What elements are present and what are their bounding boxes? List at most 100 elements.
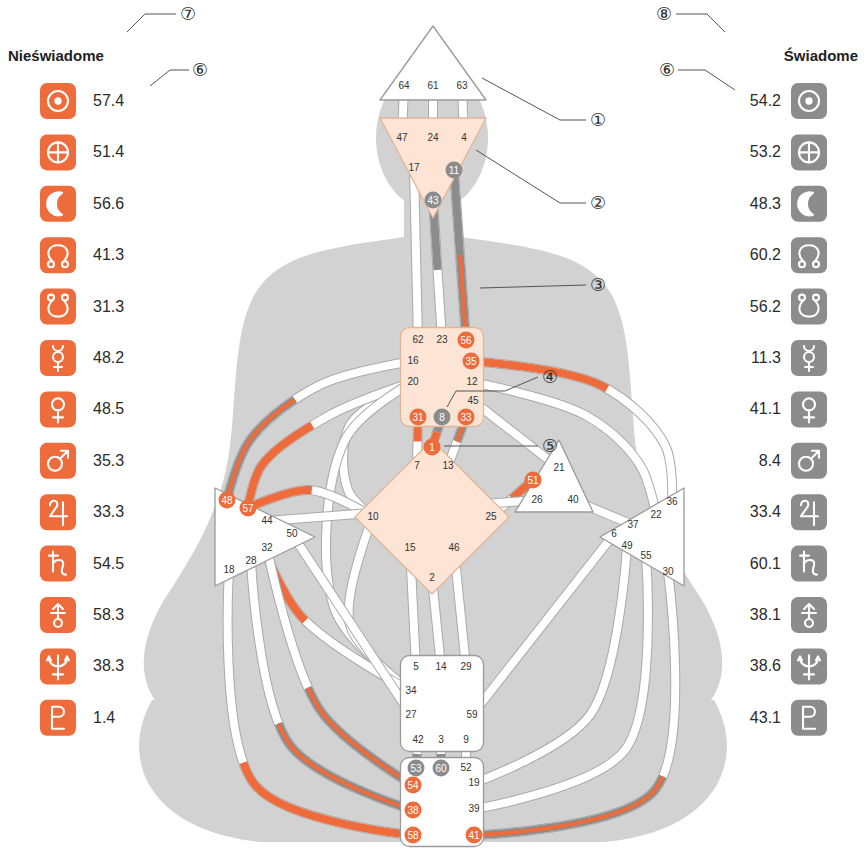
gate-number: 62 bbox=[412, 334, 423, 346]
channel-outline bbox=[474, 546, 627, 783]
planet-symbol bbox=[798, 192, 813, 215]
channel-connector bbox=[228, 570, 413, 835]
gate-number: 1 bbox=[424, 439, 441, 456]
planet-symbol bbox=[53, 346, 63, 371]
channel-connector bbox=[414, 168, 418, 340]
channel-activation bbox=[228, 570, 413, 835]
gate-number: 36 bbox=[666, 496, 677, 508]
channel-connector bbox=[433, 200, 442, 340]
gate-line-value: 41.3 bbox=[93, 246, 124, 264]
gate-number: 42 bbox=[412, 734, 423, 746]
gate-number: 28 bbox=[245, 555, 256, 567]
gate-number: 20 bbox=[407, 376, 418, 388]
planet-box bbox=[791, 289, 827, 325]
center-rect bbox=[401, 758, 484, 847]
channel-outline bbox=[454, 170, 466, 340]
planet-symbol bbox=[48, 91, 68, 111]
gate-number: 35 bbox=[463, 353, 480, 370]
channel-outline bbox=[228, 570, 413, 835]
leader-line bbox=[127, 14, 176, 32]
planet-symbol bbox=[802, 604, 816, 627]
gate-line-value: 1.4 bbox=[93, 709, 115, 727]
callout-number: ⑧ bbox=[656, 4, 672, 24]
gate-number: 29 bbox=[460, 661, 471, 673]
planet-symbol bbox=[798, 655, 820, 679]
channel-outline bbox=[474, 556, 648, 809]
leader-line bbox=[447, 377, 538, 407]
gate-number: 37 bbox=[627, 519, 638, 531]
planet-box bbox=[40, 237, 76, 273]
callout-number: ⑥ bbox=[192, 60, 208, 80]
leader-line bbox=[676, 14, 725, 32]
unconscious-planet-box bbox=[40, 700, 76, 736]
planet-symbol bbox=[799, 142, 819, 162]
gate-line-value: 51.4 bbox=[93, 144, 124, 162]
planet-box bbox=[40, 648, 76, 684]
leader-line bbox=[480, 285, 586, 288]
planet-symbol bbox=[51, 604, 65, 627]
gate-number: 57 bbox=[240, 500, 257, 517]
channel-outline bbox=[473, 401, 559, 468]
conscious-planet-box bbox=[791, 83, 827, 119]
callout-number: ⑤ bbox=[542, 436, 558, 456]
planet-symbol bbox=[799, 295, 819, 317]
channel-activation bbox=[251, 561, 413, 810]
channel-inner bbox=[433, 200, 442, 340]
gate-number: 25 bbox=[485, 511, 496, 523]
center-polygon bbox=[600, 488, 684, 586]
planet-box bbox=[40, 494, 76, 530]
gate-line-value: 35.3 bbox=[93, 452, 124, 470]
planet-symbol bbox=[803, 707, 815, 729]
gate-number: 56 bbox=[458, 332, 475, 349]
gate-number: 64 bbox=[398, 80, 409, 92]
planet-symbol bbox=[49, 552, 66, 575]
gate-number: 48 bbox=[219, 492, 236, 509]
gate-number: 11 bbox=[446, 162, 463, 179]
channel-connector bbox=[474, 556, 648, 809]
planet-box bbox=[791, 597, 827, 633]
gate-line-value: 38.3 bbox=[93, 658, 124, 676]
gate-line-value: 31.3 bbox=[93, 298, 124, 316]
channel-activation bbox=[251, 561, 413, 810]
gate-line-value: 48.2 bbox=[93, 349, 124, 367]
gate-line-value: 33.3 bbox=[93, 503, 124, 521]
planet-box bbox=[40, 83, 76, 119]
planet-symbol bbox=[48, 451, 68, 471]
gate-number: 61 bbox=[427, 80, 438, 92]
gate-number: 32 bbox=[261, 542, 272, 554]
gate-line-value: 53.2 bbox=[750, 144, 781, 162]
gate-number: 54 bbox=[405, 777, 422, 794]
unconscious-planet-box bbox=[40, 443, 76, 479]
planet-symbol bbox=[50, 501, 67, 525]
center-polygon bbox=[380, 118, 486, 218]
planet-symbol bbox=[52, 707, 64, 729]
channel-activation bbox=[474, 572, 675, 835]
conscious-planet-box bbox=[791, 648, 827, 684]
channel-activation bbox=[454, 170, 466, 340]
planet-box bbox=[40, 597, 76, 633]
unconscious-planet-box bbox=[40, 186, 76, 222]
channel-inner bbox=[474, 546, 627, 783]
planet-box bbox=[40, 134, 76, 170]
gate-number: 59 bbox=[466, 709, 477, 721]
channel-outline bbox=[414, 168, 418, 340]
callout-number: ⑥ bbox=[659, 60, 675, 80]
channel-inner bbox=[228, 570, 413, 835]
planet-symbol bbox=[48, 245, 68, 267]
gate-number: 12 bbox=[466, 376, 477, 388]
callout-number: ⑦ bbox=[180, 4, 196, 24]
planet-symbol bbox=[799, 451, 819, 471]
unconscious-planet-box bbox=[40, 597, 76, 633]
planet-symbol bbox=[799, 91, 819, 111]
conscious-planet-box bbox=[791, 546, 827, 582]
gate-line-value: 41.1 bbox=[750, 401, 781, 419]
planet-box bbox=[791, 134, 827, 170]
planet-symbol bbox=[48, 295, 68, 317]
planet-box bbox=[791, 443, 827, 479]
unconscious-planet-box bbox=[40, 648, 76, 684]
gate-number: 16 bbox=[407, 355, 418, 367]
center-polygon bbox=[380, 26, 486, 100]
gate-number: 53 bbox=[408, 760, 425, 777]
gate-line-value: 38.6 bbox=[750, 658, 781, 676]
